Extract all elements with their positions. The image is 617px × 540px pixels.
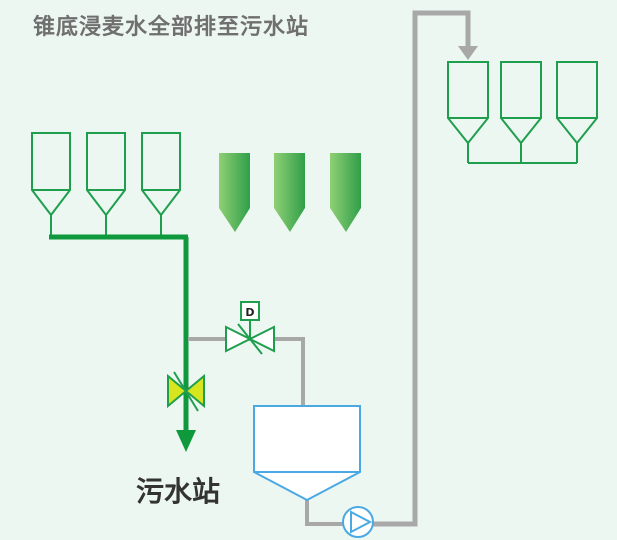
silo-bank-right (447, 61, 598, 164)
feed-arrow-down (458, 46, 478, 60)
steep-tank-bank (219, 153, 361, 232)
steep-tank-3 (330, 153, 361, 232)
silo-left-3 (141, 132, 181, 236)
collector-vessel (253, 405, 361, 502)
actuated-valve-icon[interactable] (225, 301, 275, 355)
silo-left-1 (31, 132, 71, 236)
diagram-caption: 锥底浸麦水全部排至污水站 (33, 15, 310, 40)
silo-bank-left (31, 132, 181, 236)
circle-pump-icon[interactable] (342, 506, 374, 538)
steep-tank-2 (274, 153, 305, 232)
butterfly-valve-icon[interactable] (167, 371, 205, 412)
feed-pipe-top (372, 10, 471, 527)
valve-tag-label: D (245, 306, 254, 319)
drain-pipe-main (49, 234, 189, 432)
silo-right-1 (447, 61, 489, 163)
drain-arrow-down (176, 430, 196, 452)
silo-left-2 (86, 132, 126, 236)
sewage-station-label: 污水站 (136, 475, 221, 508)
steep-tank-1 (219, 153, 250, 232)
silo-right-2 (500, 61, 542, 163)
silo-right-3 (556, 61, 598, 163)
